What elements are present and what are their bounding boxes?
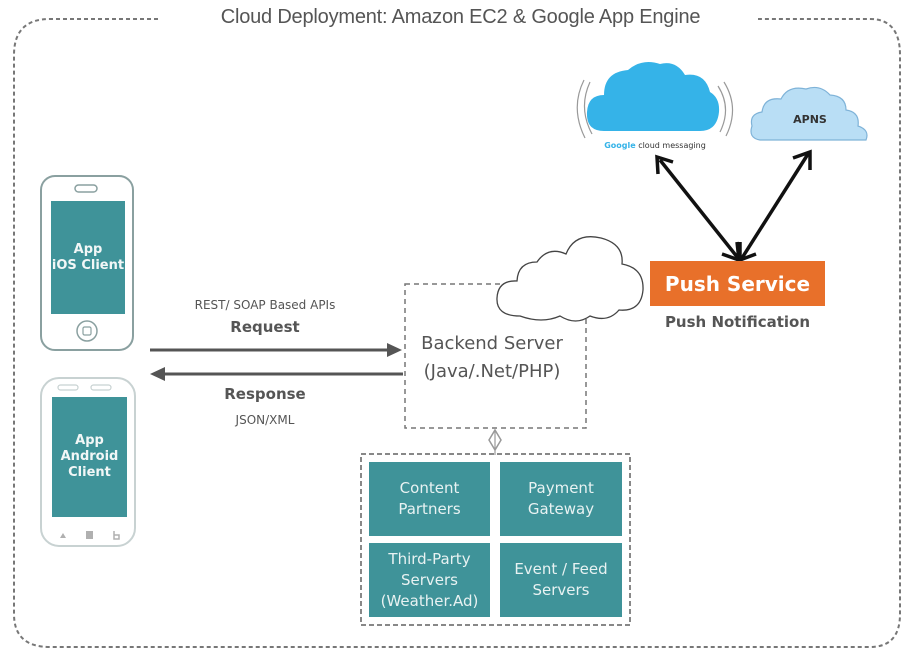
outer-frame [13, 18, 901, 648]
tile-line: Servers [400, 570, 458, 589]
backend-server-label: Backend Server (Java/.Net/PHP) [405, 330, 579, 386]
ios-client-screen: App iOS Client [51, 201, 125, 314]
apns-label: APNS [793, 113, 827, 126]
gcm-brand: Google [604, 141, 636, 150]
request-label: Request [230, 318, 300, 336]
gcm-caption: Google cloud messaging [590, 141, 720, 150]
diagram-title: Cloud Deployment: Amazon EC2 & Google Ap… [0, 6, 921, 29]
google-cloud-messaging-icon [576, 62, 734, 139]
tile-line: Gateway [527, 500, 595, 518]
android-client-screen: App Android Client [52, 397, 127, 517]
tile-line: Content [399, 479, 460, 497]
response-format-label: JSON/XML [235, 413, 295, 427]
request-arrow [150, 343, 402, 357]
ios-client-label-line2: iOS Client [51, 257, 125, 273]
apns-cloud-icon [750, 86, 868, 141]
android-client-label-line2: Android [60, 449, 119, 464]
apns-push-arrow [738, 149, 812, 263]
push-notification-caption: Push Notification [664, 313, 811, 331]
push-service-box: Push Service [650, 261, 825, 306]
android-client-label-line3: Client [68, 465, 111, 480]
service-tile-content-partners: Content Partners [369, 462, 490, 536]
backend-server-name: Backend Server [421, 333, 563, 354]
tile-line: Event / Feed [514, 560, 608, 578]
backend-cloud-icon [496, 236, 644, 322]
tile-line: Payment [528, 479, 594, 497]
gcm-text: cloud messaging [638, 141, 706, 150]
tile-line: Servers [532, 581, 590, 599]
service-tile-third-party-servers: Third-Party Servers (Weather.Ad) [369, 543, 490, 617]
services-box [360, 453, 631, 626]
tile-line: (Weather.Ad) [380, 591, 479, 610]
response-label: Response [224, 385, 306, 403]
android-client-label-line1: App [75, 433, 104, 448]
aggregation-diamond-icon [488, 428, 502, 455]
backend-server-stack: (Java/.Net/PHP) [423, 361, 561, 382]
request-protocol-label: REST/ SOAP Based APIs [194, 298, 336, 312]
service-tile-event-feed-servers: Event / Feed Servers [500, 543, 622, 617]
service-tile-payment-gateway: Payment Gateway [500, 462, 622, 536]
tile-line: Partners [398, 500, 461, 518]
gcm-push-arrow [655, 154, 742, 263]
ios-client-label-line1: App [73, 241, 103, 257]
response-arrow [150, 367, 403, 381]
tile-line: Third-Party [388, 549, 471, 568]
backend-box [404, 283, 587, 429]
